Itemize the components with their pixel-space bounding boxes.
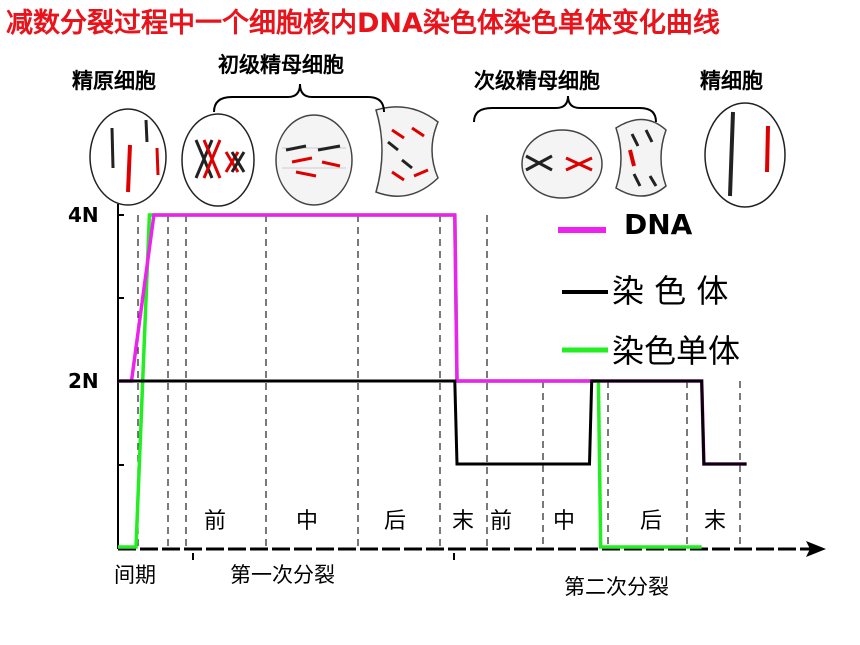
phase-label-telophase-1: 末 xyxy=(452,509,474,534)
brace-secondary xyxy=(473,95,657,123)
phase-label-anaphase-1: 后 xyxy=(384,509,406,534)
stage-label-secondary: 次级精母细胞 xyxy=(474,69,600,93)
legend-label-chromatid: 染色单体 xyxy=(612,332,740,370)
cell-sperm-icon xyxy=(704,102,786,208)
brace-primary xyxy=(213,83,385,113)
legend-label-chromosome: 染 色 体 xyxy=(612,272,728,310)
division-label-first: 第一次分裂 xyxy=(230,563,335,587)
series-layer xyxy=(118,213,747,549)
page-title: 减数分裂过程中一个细胞核内DNA染色体染色单体变化曲线 xyxy=(6,8,720,39)
stage-label-sperm: 精细胞 xyxy=(700,69,763,93)
y-tick-4n: 4N xyxy=(68,203,99,227)
axes xyxy=(117,204,826,557)
phase-label-anaphase-2: 后 xyxy=(640,509,662,534)
division-label-second: 第二次分裂 xyxy=(564,575,669,599)
cell-primary-1-icon xyxy=(181,113,255,207)
phase-label-prophase-2: 前 xyxy=(490,509,512,534)
cell-primary-2-icon xyxy=(275,114,353,206)
phase-label-metaphase-1: 中 xyxy=(296,509,318,534)
stage-label-primary: 初级精母细胞 xyxy=(218,53,344,77)
phase-label-prophase-1: 前 xyxy=(204,509,226,534)
cell-secondary-1-icon xyxy=(521,129,603,199)
cell-secondary-2-icon xyxy=(615,118,667,197)
legend: DNA 染 色 体 染色单体 xyxy=(558,208,740,370)
cell-spermatogonium-icon xyxy=(89,108,167,206)
cell-primary-3-icon xyxy=(375,106,439,197)
phase-label-metaphase-2: 中 xyxy=(553,509,575,534)
y-tick-2n: 2N xyxy=(68,369,99,393)
division-label-interphase: 间期 xyxy=(114,563,156,587)
legend-label-dna: DNA xyxy=(624,208,693,241)
phase-label-telophase-2: 末 xyxy=(704,509,726,534)
stage-label-spermatogonium: 精原细胞 xyxy=(72,69,156,93)
series-line-chromosome xyxy=(118,379,747,466)
